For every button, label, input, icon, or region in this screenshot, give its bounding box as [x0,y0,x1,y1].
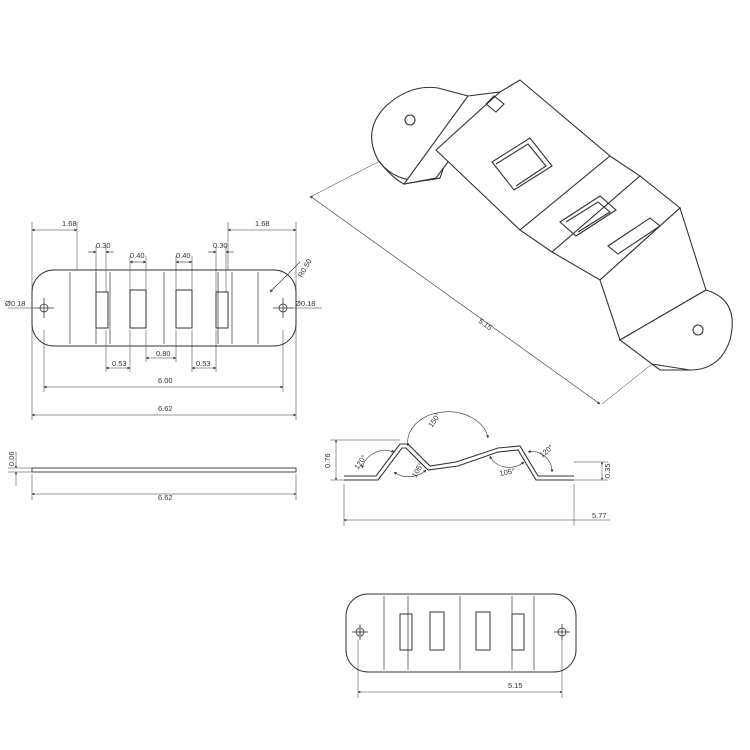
dim-slot-left: 0.30 [96,241,111,250]
slot [399,613,413,651]
bottom-view: 5.15 [345,593,577,698]
edge-view: 0.06 6.62 [7,451,297,502]
dim-overall-width: 6.62 [158,404,173,413]
dim-side-width: 5.77 [592,511,607,520]
slot [95,291,109,329]
angle-right: 120° [538,443,556,460]
top-view: 1.68 1.68 0.30 0.40 0.40 0.30 Ø0.18 Ø0.1… [5,219,322,420]
mounting-holes [34,298,293,318]
plate-edge [31,467,297,473]
bottom-outline [345,593,577,673]
dim-slot-mid-right: 0.40 [176,251,191,260]
dim-slot-mid-left: 0.40 [130,251,145,260]
dim-bottom-right: 0.53 [196,359,211,368]
side-view: 0.76 0.35 5.77 150° 120° 105° 105° 120° [323,411,612,526]
dim-side-height: 0.76 [323,453,332,468]
slots [95,289,229,329]
dim-bottom-left: 0.53 [112,359,127,368]
dim-bottom-mid: 0.80 [156,349,171,358]
dim-bottom-width: 5.15 [508,681,523,690]
angle-mid-right: 105° [499,466,516,478]
slot [429,611,445,651]
slot [511,613,525,651]
dim-right-end: 1.68 [255,219,270,228]
dim-hole-left: Ø0.18 [5,299,25,308]
bend-lines [69,272,259,344]
dim-side-base: 0.35 [603,463,612,478]
dim-radius: R0.50 [296,257,314,279]
slot [129,289,147,329]
slot [475,611,491,651]
dim-hole-right: Ø0.18 [295,299,315,308]
isometric-view [309,79,733,405]
dim-slot-right: 0.30 [213,241,228,250]
slot [175,289,193,329]
slot [215,291,229,329]
angle-left: 120° [352,453,368,471]
dim-inner-width: 6.00 [158,376,173,385]
dim-iso-length: 5.15 [477,316,494,332]
angle-mid-left: 105° [410,461,426,479]
angle-top: 150° [426,411,442,429]
dim-edge-width: 6.62 [158,493,173,502]
dim-left-end: 1.68 [62,219,77,228]
dim-thickness: 0.06 [7,451,16,466]
